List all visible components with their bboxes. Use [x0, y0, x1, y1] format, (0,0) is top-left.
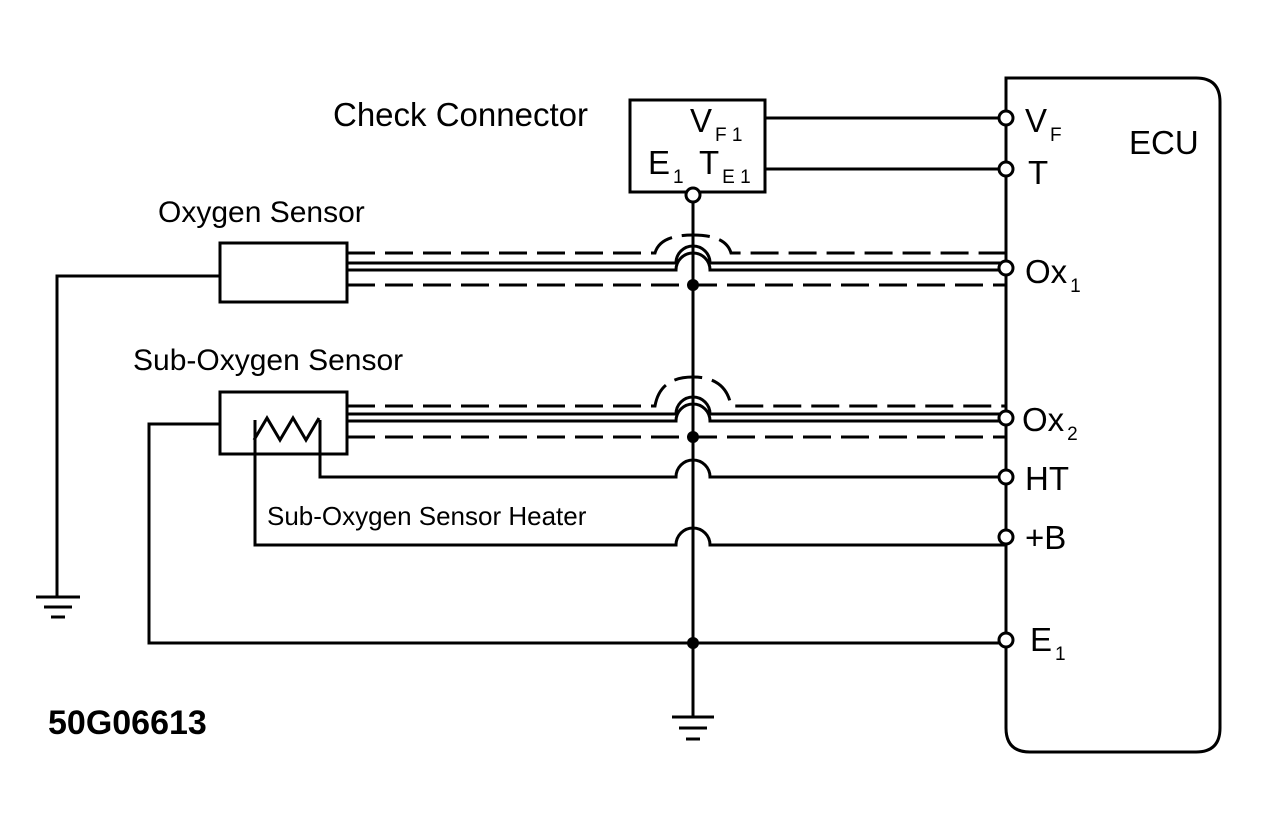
oxygen-sensor-label: Oxygen Sensor	[158, 196, 365, 229]
ecu-terminal-sub: 2	[1067, 424, 1078, 445]
ecu-box	[1004, 76, 1222, 754]
ecu-terminal-main: Ox	[1025, 253, 1068, 290]
terminal-plus-b	[997, 528, 1015, 546]
pin-te1-sub: E 1	[722, 167, 751, 188]
pin-vf1-sub: F 1	[715, 125, 743, 146]
terminal-ht	[997, 468, 1015, 486]
ecu-terminal-main: V	[1025, 102, 1048, 139]
sub-oxygen-sensor-heater-label: Sub-Oxygen Sensor Heater	[267, 501, 587, 531]
pin-te1-main: T	[699, 144, 720, 181]
shield-ox2-top	[347, 375, 1006, 408]
pin-vf1-main: V	[690, 102, 713, 139]
junction-dot	[687, 637, 699, 649]
ecu-terminal-label: HT	[1025, 462, 1069, 495]
pin-e1-sub: 1	[673, 167, 684, 188]
terminal-e1	[997, 631, 1015, 649]
wire-ht	[318, 420, 1006, 479]
wire-ox2-lower	[347, 402, 1006, 423]
ecu-terminal-main: E	[1030, 621, 1053, 658]
oxygen-sensor-body	[218, 241, 349, 304]
wire-plus-b	[253, 420, 1006, 547]
terminal-t	[997, 160, 1015, 178]
terminal-ox2	[997, 409, 1015, 427]
ecu-terminal-sub: 1	[1070, 276, 1081, 297]
check-connector-label: Check Connector	[333, 96, 588, 133]
terminal-vf	[997, 109, 1015, 127]
figure-id: 50G06613	[48, 704, 207, 742]
junction-dot	[687, 431, 699, 443]
ecu-terminal-main: T	[1028, 154, 1049, 191]
ecu-label: ECU	[1129, 124, 1199, 161]
ecu-terminal-label: T	[1028, 156, 1048, 189]
wire-ox1-signal	[347, 244, 1006, 265]
shield-ox1-top	[347, 233, 1006, 255]
ecu-terminal-main: +B	[1025, 519, 1067, 556]
ground-icon-oxygen	[36, 595, 80, 619]
sub-oxygen-sensor-label: Sub-Oxygen Sensor	[133, 344, 404, 377]
ground-icon-bus	[672, 715, 714, 741]
heater-element-icon	[252, 415, 321, 443]
junction-dot	[687, 279, 699, 291]
wire-e1-left	[147, 422, 1006, 645]
ecu-terminal-sub: 1	[1055, 644, 1066, 665]
terminal-ox1	[997, 259, 1015, 277]
wire-ox2-signal	[347, 395, 1006, 416]
wire-ox1-lower	[347, 251, 1006, 272]
ecu-terminal-label: +B	[1025, 521, 1066, 554]
ecu-terminal-main: Ox	[1022, 401, 1065, 438]
ecu-terminal-main: HT	[1025, 460, 1069, 497]
pin-e1-main: E	[648, 144, 671, 181]
sub-oxygen-sensor-body	[218, 390, 349, 456]
wire-oxygen-sensor-ground	[55, 274, 220, 596]
ecu-terminal-sub: F	[1050, 125, 1062, 146]
terminal-cc-e1	[684, 186, 702, 204]
